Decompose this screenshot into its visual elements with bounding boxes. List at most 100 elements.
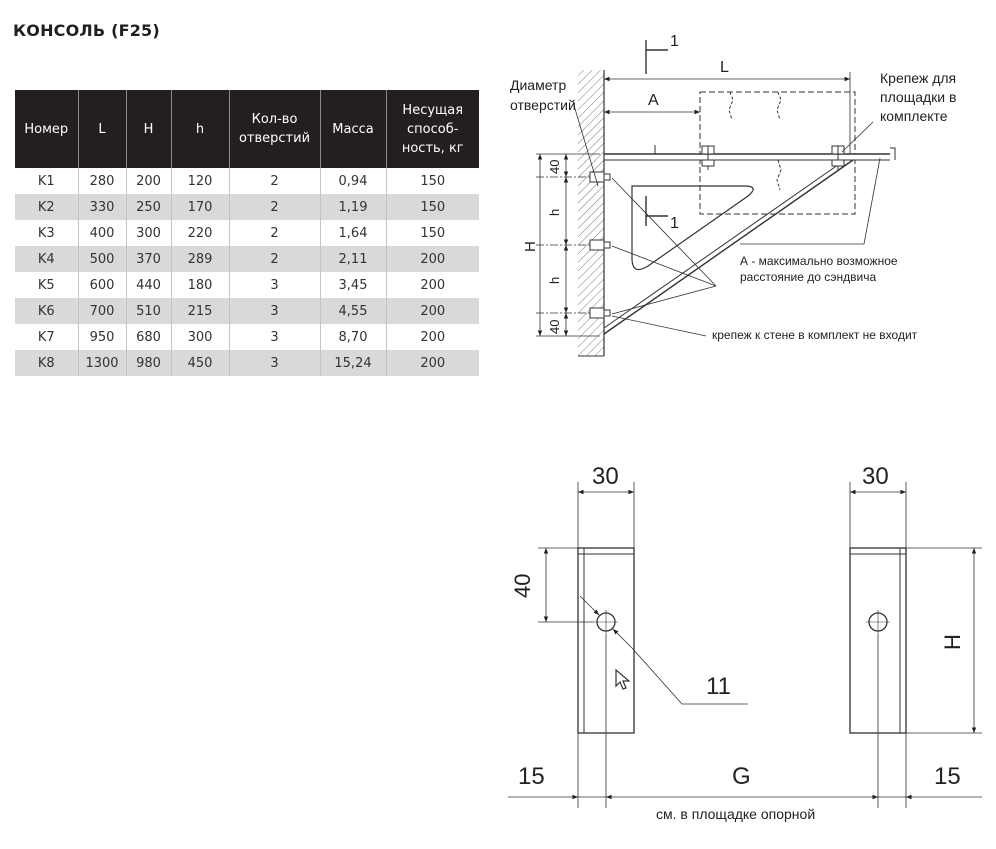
top-side-view-drawing bbox=[536, 40, 896, 357]
bottom-front-view-drawing bbox=[508, 482, 982, 808]
top-drawing-labels: 1 1 L A Диаметр отверстий Крепеж для пло… bbox=[510, 33, 956, 342]
table-row: K4 500 370 289 2 2,11 200 bbox=[15, 246, 479, 272]
cell-mass: 8,70 bbox=[320, 324, 387, 350]
fastener-label-1: Крепеж для bbox=[880, 70, 956, 86]
pipe-outline-top bbox=[699, 91, 856, 155]
dim-40-bottom-label: 40 bbox=[547, 320, 562, 334]
cell-h: 180 bbox=[171, 272, 230, 298]
cell-number: K2 bbox=[15, 194, 79, 220]
cell-H: 250 bbox=[126, 194, 172, 220]
dim-11-label: 11 bbox=[706, 673, 731, 700]
dim-11-arrow-out bbox=[612, 628, 633, 649]
section-marker-lower bbox=[645, 196, 668, 226]
cell-holes: 3 bbox=[229, 350, 321, 376]
dim-h-label: h bbox=[547, 277, 562, 284]
cell-capacity: 150 bbox=[420, 173, 446, 189]
section-marker-top bbox=[645, 40, 668, 74]
wall-bolt bbox=[589, 239, 611, 251]
dim-L-label: L bbox=[720, 59, 729, 76]
cell-capacity: 200 bbox=[420, 277, 446, 293]
cell-holes: 3 bbox=[229, 298, 321, 324]
dim-30-right-label: 30 bbox=[862, 463, 889, 490]
dim-h-label: h bbox=[547, 209, 562, 216]
note-wall-fastener: крепеж к стене в комплект не входит bbox=[712, 328, 918, 342]
cell-mass: 0,94 bbox=[320, 168, 387, 194]
section-mark-label: 1 bbox=[670, 33, 679, 50]
header-h: h bbox=[171, 90, 230, 168]
platform-bolt bbox=[701, 145, 715, 170]
dim-A-label: A bbox=[648, 92, 659, 109]
cell-L: 950 bbox=[78, 324, 127, 350]
cell-H: 980 bbox=[126, 350, 172, 376]
leader-wall-bolt bbox=[611, 177, 717, 287]
cell-mass: 2,11 bbox=[320, 246, 387, 272]
cell-number: K1 bbox=[15, 168, 79, 194]
cell-L: 330 bbox=[78, 194, 127, 220]
cell-number: K6 bbox=[15, 298, 79, 324]
dim-40-top-label: 40 bbox=[547, 160, 562, 174]
wall-bolt bbox=[589, 171, 611, 183]
header-capacity: Несущая способ-ность, кг bbox=[386, 90, 479, 168]
cell-holes: 2 bbox=[229, 194, 321, 220]
cell-capacity: 150 bbox=[386, 194, 479, 220]
header-H: H bbox=[126, 90, 172, 168]
cell-H: 440 bbox=[126, 272, 172, 298]
platform-end-hook bbox=[890, 147, 896, 160]
cell-h: 215 bbox=[171, 298, 230, 324]
header-number: Номер bbox=[15, 90, 79, 168]
table-row: K2 330 250 170 2 1,19 150 bbox=[15, 194, 479, 220]
dim-11-arrow-in bbox=[579, 595, 600, 616]
leader-A-note bbox=[863, 157, 881, 245]
pipe-break-line bbox=[776, 91, 782, 121]
cell-L: 500 bbox=[78, 246, 127, 272]
cell-capacity: 200 bbox=[386, 246, 479, 272]
leader-wall-bolt bbox=[611, 245, 717, 287]
cell-holes: 3 bbox=[229, 324, 321, 350]
bracket-cutout bbox=[631, 185, 754, 271]
wall-bolt bbox=[589, 307, 611, 319]
cell-holes: 3 bbox=[229, 272, 321, 298]
cell-L: 1300 bbox=[78, 350, 127, 376]
cell-H: 680 bbox=[126, 324, 172, 350]
note-A-line1: А - максимально возможное bbox=[740, 254, 898, 268]
support-platform-note: см. в площадке опорной bbox=[656, 806, 815, 822]
cell-number: K8 bbox=[15, 350, 79, 376]
cell-mass: 1,19 bbox=[320, 194, 387, 220]
cell-H: 510 bbox=[126, 298, 172, 324]
dim-15-left-label: 15 bbox=[518, 763, 545, 790]
cell-L: 400 bbox=[78, 220, 127, 246]
leader-wall-note bbox=[611, 315, 707, 337]
cell-holes: 2 bbox=[229, 246, 321, 272]
cell-h: 170 bbox=[171, 194, 230, 220]
cell-L: 600 bbox=[78, 272, 127, 298]
cell-h: 289 bbox=[171, 246, 230, 272]
table-row: K3 400 300 220 2 1,64 150 bbox=[15, 220, 479, 246]
mouse-pointer-icon bbox=[615, 668, 631, 690]
dim-G-label: G bbox=[732, 763, 751, 790]
table-row: K8 1300 980 450 3 15,24 200 bbox=[15, 350, 479, 376]
dim-11-leader bbox=[631, 647, 683, 705]
leader-fastener bbox=[841, 121, 874, 153]
fastener-label-3: комплекте bbox=[880, 108, 948, 124]
cell-mass: 1,64 bbox=[320, 220, 387, 246]
bottom-drawing-labels: 30 30 40 H 11 15 G 15 см. в площадке опо… bbox=[510, 463, 965, 822]
header-mass: Масса bbox=[320, 90, 387, 168]
dim-40-label: 40 bbox=[510, 574, 535, 598]
dim-15-right-label: 15 bbox=[934, 763, 961, 790]
cell-capacity: 200 bbox=[420, 329, 446, 345]
cell-L: 700 bbox=[78, 298, 127, 324]
table-row: K6 700 510 215 3 4,55 200 bbox=[15, 298, 479, 324]
fastener-label-2: площадки в bbox=[880, 89, 956, 105]
cell-number: K3 bbox=[15, 220, 79, 246]
table-row: K5 600 440 180 3 3,45 200 bbox=[15, 272, 479, 298]
cell-mass: 3,45 bbox=[320, 272, 387, 298]
dim-30-left-label: 30 bbox=[592, 463, 619, 490]
cell-number: K4 bbox=[15, 246, 79, 272]
pipe-outline-bottom bbox=[699, 159, 856, 215]
section-mark-lower-label: 1 bbox=[670, 215, 679, 232]
pipe-break-line bbox=[776, 159, 782, 191]
cell-number: K5 bbox=[15, 272, 79, 298]
platform-bolt bbox=[831, 145, 845, 170]
dim-H-label: H bbox=[522, 241, 539, 252]
